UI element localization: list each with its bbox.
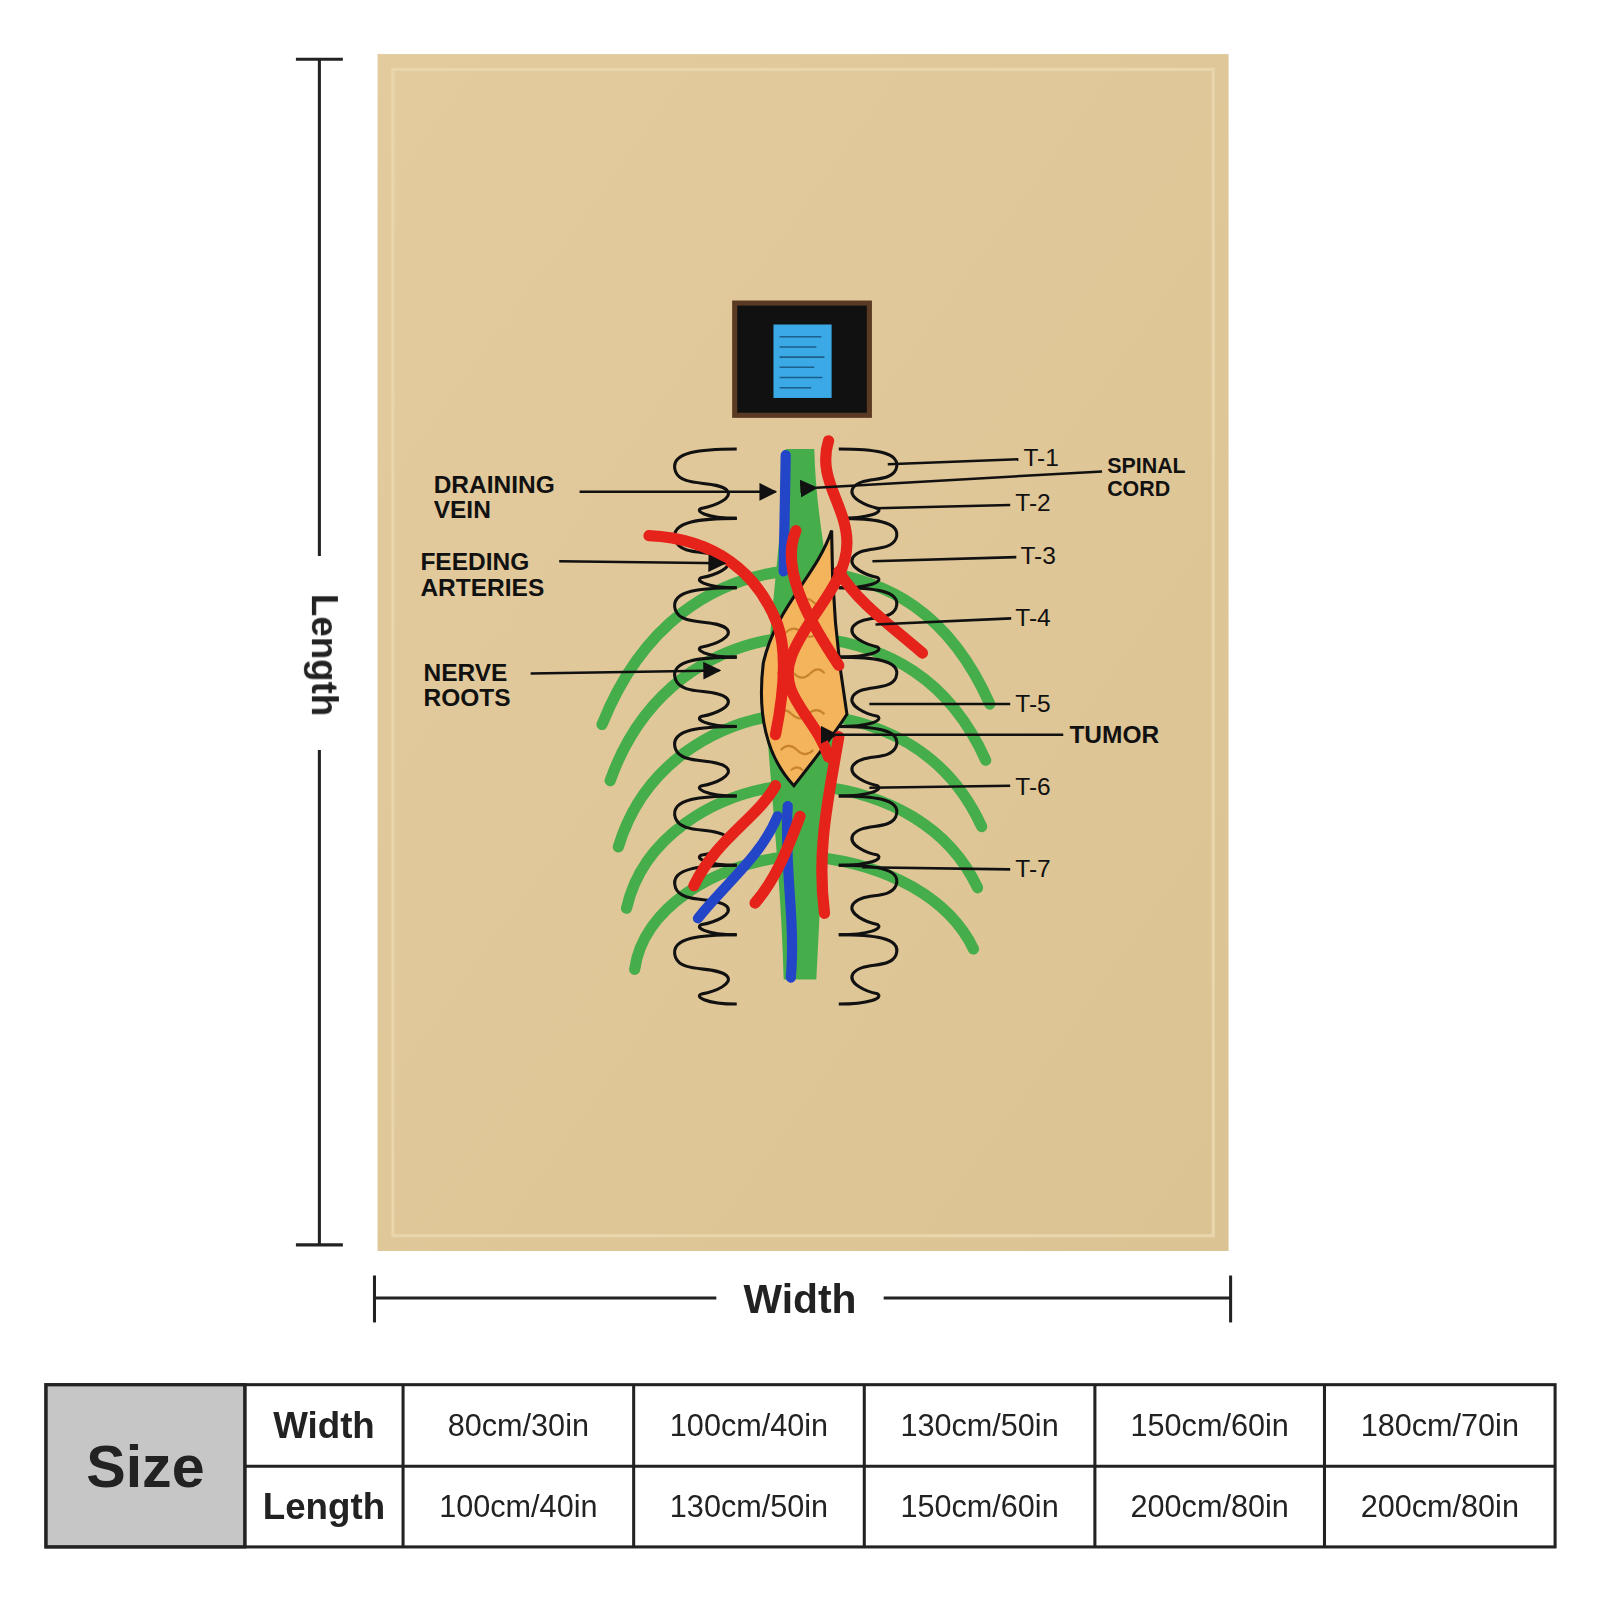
vertebra-label: T-1 [1023,445,1058,471]
nerve-root [618,714,783,847]
leader-lines [531,459,1102,869]
table-header: Width [245,1385,403,1467]
table-cell: 200cm/80in [1324,1466,1555,1547]
nerve-root [635,857,784,969]
vertebra-left [675,657,737,726]
dimension-label: Length [304,568,345,741]
vertebra-label: T-6 [1015,773,1050,799]
table-cell: 200cm/80in [1095,1466,1325,1547]
table-cell: 150cm/60in [1095,1385,1325,1467]
blanket [378,54,1229,1251]
size-table [46,1385,1555,1547]
vertebra-label: T-5 [1015,691,1050,717]
table-cell: 130cm/50in [864,1385,1095,1467]
picture-frame [735,303,870,415]
note-scribbles [780,337,825,388]
vertebra-left [675,796,737,865]
table-cell: 100cm/40in [403,1466,634,1547]
callout-label: SPINAL CORD [1107,455,1199,500]
vertebra-label: T-7 [1015,855,1050,881]
table-cell: 130cm/50in [634,1466,865,1547]
vertebra-label: T-3 [1020,543,1055,569]
table-header: Length [245,1466,403,1547]
vertebra-right [839,796,897,865]
vertebra-right [839,727,897,796]
blue-note [773,324,831,397]
vertebra-label: T-4 [1015,604,1050,630]
dimension-label: Width [716,1278,883,1321]
table-cell: 180cm/70in [1324,1385,1555,1467]
blanket-hem [393,69,1213,1235]
nerve-root [816,786,977,888]
callout-label: TUMOR [1069,721,1159,747]
vertebra-left [675,727,737,796]
table-cell: 100cm/40in [634,1385,865,1467]
vertebra-label: T-2 [1015,490,1050,516]
table-cell: 80cm/30in [403,1385,634,1467]
table-cell: 150cm/60in [864,1466,1095,1547]
vertebra-left [675,449,737,518]
vertebra-left [675,935,737,1004]
vertebra-left [675,588,737,657]
vertebra-right [839,865,897,934]
feeding-arteries [649,441,922,913]
vertebra-right [839,935,897,1004]
callout-label: DRAINING VEIN [434,471,577,522]
vertebrae [675,449,897,1004]
callout-label: NERVE ROOTS [423,659,525,710]
width-dimension [374,1276,1230,1323]
table-header: Size [46,1385,245,1547]
callout-label: FEEDING ARTERIES [420,549,555,600]
